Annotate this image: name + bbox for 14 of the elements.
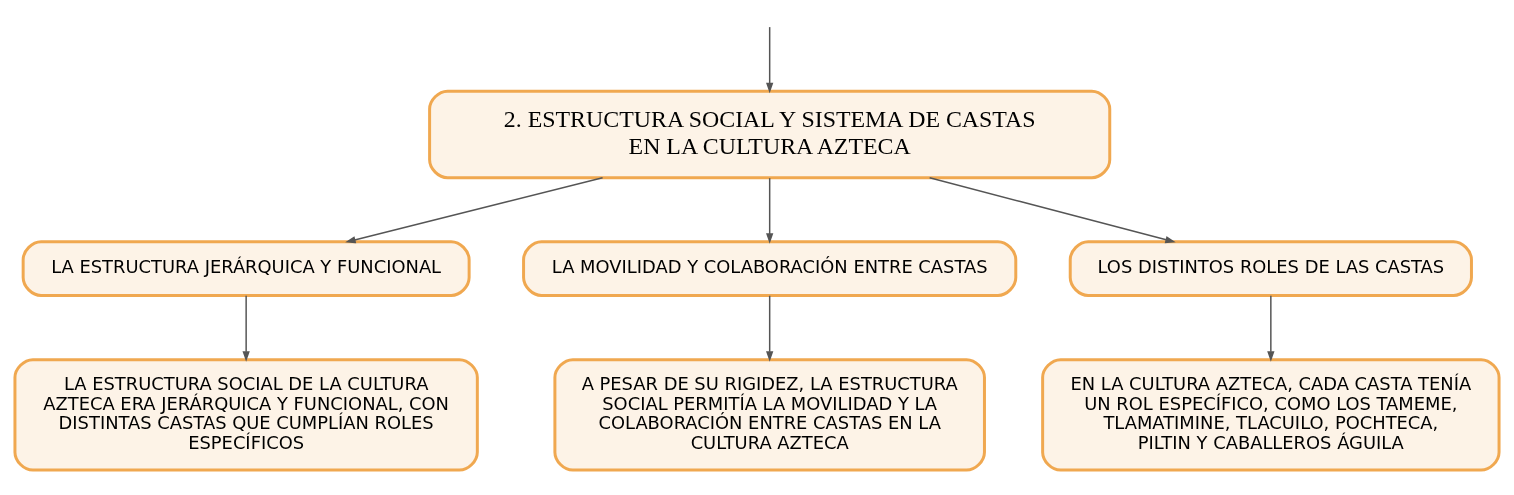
arrow <box>766 294 774 362</box>
arrow <box>345 176 604 243</box>
arrow <box>766 176 774 244</box>
node-box: EN LA CULTURA AZTECA, CADA CASTA TENÍA UN ROL ESPECÍFICO, COMO LOS TAMEME, TLAMATIMINE, TLACUILO, POCHTECA, PILTIN Y CABALLEROS ÁGUILA <box>1041 357 1501 471</box>
node-box: LOS DISTINTOS ROLES DE LAS CASTAS <box>1068 239 1473 297</box>
arrow <box>242 294 250 362</box>
arrow <box>1267 294 1275 362</box>
arrow <box>766 25 774 93</box>
node-box: 2. ESTRUCTURA SOCIAL Y SISTEMA DE CASTAS EN LA CULTURA AZTECA <box>428 89 1112 179</box>
node-box: LA ESTRUCTURA JERÁRQUICA Y FUNCIONAL <box>21 239 471 297</box>
node-box: LA MOVILIDAD Y COLABORACIÓN ENTRE CASTAS <box>522 239 1018 297</box>
node-box: A PESAR DE SU RIGIDEZ, LA ESTRUCTURA SOCIAL PERMITÍA LA MOVILIDAD Y LA COLABORACIÓN ENTRE CASTAS EN LA CULTURA AZTECA <box>553 357 986 471</box>
arrow <box>928 176 1176 243</box>
node-box: LA ESTRUCTURA SOCIAL DE LA CULTURA AZTECA ERA JERÁRQUICA Y FUNCIONAL, CON DISTINTAS CASTAS QUE CUMPLÍAN ROLES ESPECÍFICOS <box>13 357 479 471</box>
